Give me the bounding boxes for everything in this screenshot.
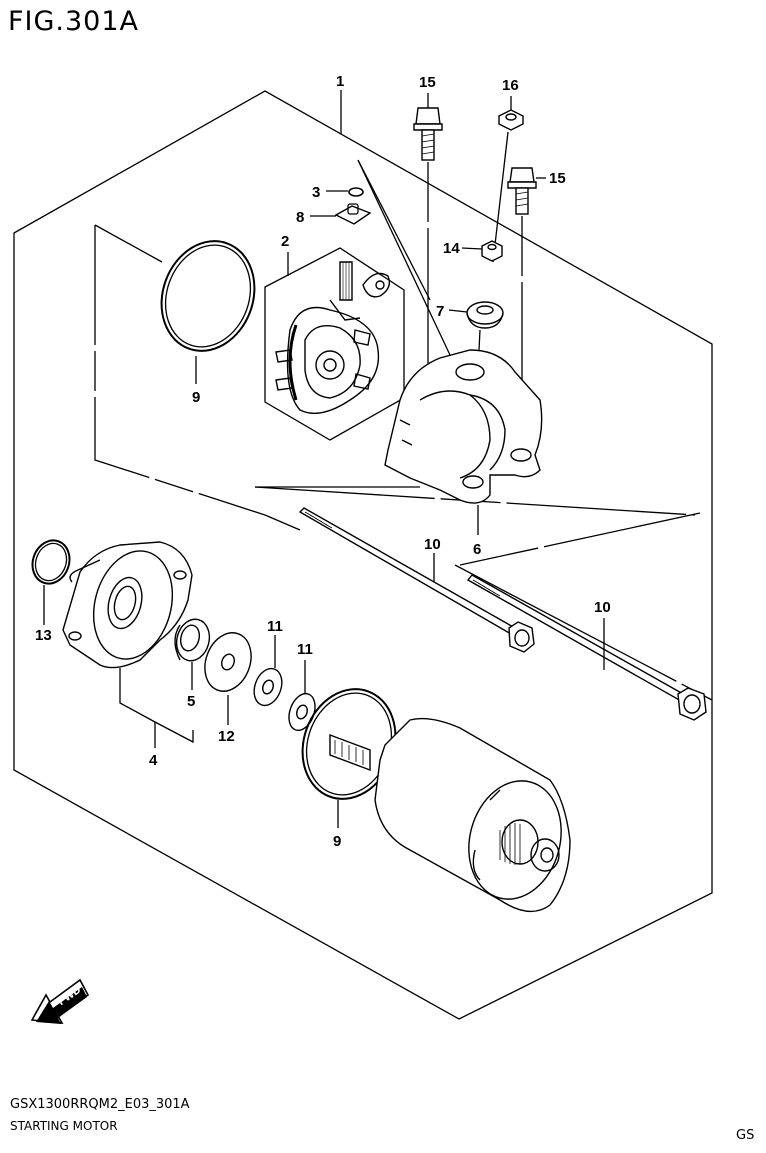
region-code: GS [736, 1128, 755, 1143]
callout-15-top: 15 [419, 74, 436, 91]
nut-16 [498, 109, 524, 131]
rear-cover-6 [384, 349, 543, 504]
parts-diagram: FWD 1 15 16 15 3 8 2 14 7 9 6 10 10 13 1… [13, 73, 713, 1024]
callout-8: 8 [296, 209, 304, 226]
bolt-15-top [413, 107, 443, 161]
callout-15-right: 15 [549, 170, 566, 187]
callout-13: 13 [35, 627, 52, 644]
figure-caption: STARTING MOTOR [10, 1119, 118, 1133]
callout-11-b: 11 [297, 641, 313, 658]
bolt-15-right [507, 167, 537, 215]
callout-4: 4 [149, 752, 158, 769]
terminal-plate-8 [334, 203, 372, 225]
callout-16: 16 [502, 77, 519, 94]
through-bolt-10-left [298, 507, 535, 653]
washer-12 [204, 632, 252, 692]
callout-14: 14 [443, 240, 460, 257]
nut-14 [481, 240, 503, 262]
figure-title: FIG.301A [8, 6, 140, 37]
through-bolt-10-right [466, 574, 707, 721]
washer-11-a [253, 667, 283, 707]
callout-1: 1 [336, 73, 344, 90]
front-cover-4 [62, 541, 193, 669]
o-ring-13 [31, 539, 71, 585]
callout-2: 2 [281, 233, 289, 250]
oil-seal-5 [174, 618, 211, 662]
callout-6: 6 [473, 541, 481, 558]
callout-11-a: 11 [267, 618, 283, 635]
assembly-outline [13, 90, 713, 1020]
callout-9-lower: 9 [333, 833, 341, 850]
brush-holder-drawing [275, 261, 391, 414]
o-ring-upper [160, 240, 256, 352]
motor-body [329, 717, 571, 913]
fwd-arrow-icon: FWD [30, 978, 90, 1024]
washer-7 [466, 301, 504, 329]
washer-3 [348, 187, 364, 197]
callout-12: 12 [218, 728, 235, 745]
callout-10-left: 10 [424, 536, 441, 553]
callout-3: 3 [312, 184, 320, 201]
housing-group-outline [94, 225, 266, 516]
callout-10-right: 10 [594, 599, 611, 616]
callout-9-upper: 9 [192, 389, 200, 406]
brush-holder-frame [264, 247, 405, 441]
callout-5: 5 [187, 693, 195, 710]
callout-7: 7 [436, 303, 444, 320]
figure-code: GSX1300RRQM2_E03_301A [10, 1097, 190, 1112]
